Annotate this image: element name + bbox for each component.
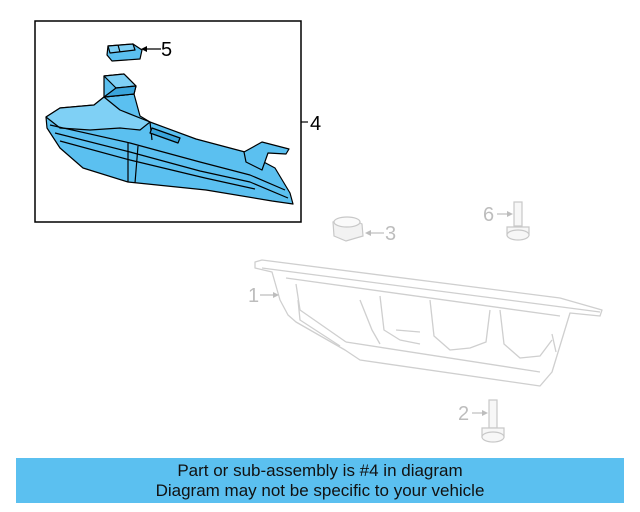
- seal-icon[interactable]: [106, 43, 143, 62]
- arrow-head-3: [365, 230, 371, 236]
- callout-6: 6: [483, 204, 494, 226]
- callout-3: 3: [385, 223, 396, 245]
- callout-2: 2: [458, 403, 469, 425]
- arrow-head-1: [273, 292, 279, 298]
- bolt-icon[interactable]: [481, 399, 505, 443]
- bolt-icon[interactable]: [506, 201, 530, 241]
- filter-icon[interactable]: [45, 73, 294, 205]
- oil-pan-icon[interactable]: [254, 259, 603, 387]
- info-banner: Part or sub-assembly is #4 in diagram Di…: [16, 458, 624, 503]
- callout-4: 4: [310, 113, 321, 135]
- arrow-head-2: [482, 410, 488, 416]
- banner-line-2: Diagram may not be specific to your vehi…: [155, 481, 485, 500]
- callout-5: 5: [161, 39, 172, 61]
- callout-1: 1: [248, 285, 259, 307]
- drain-plug-icon[interactable]: [332, 216, 364, 242]
- banner-line-1: Part or sub-assembly is #4 in diagram: [177, 461, 463, 480]
- arrow-head-6: [507, 211, 513, 217]
- arrow-head-5: [141, 46, 147, 52]
